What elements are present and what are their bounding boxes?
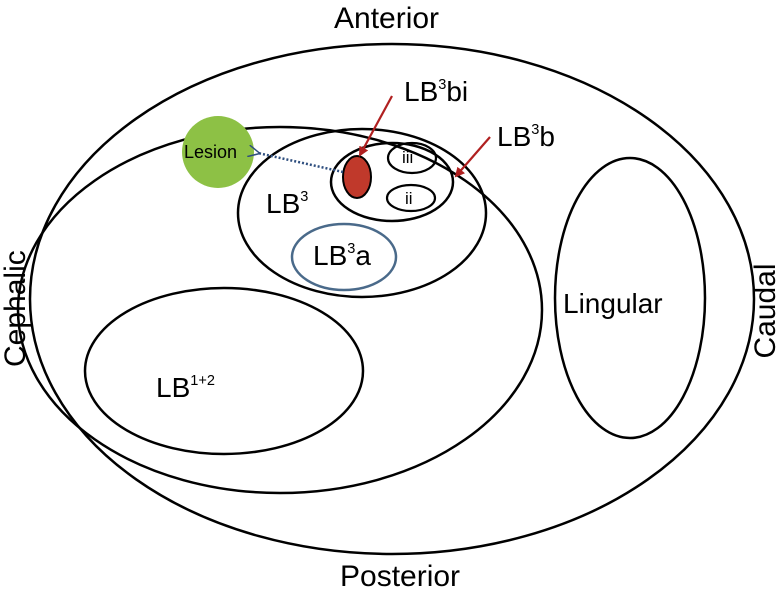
lb12-ellipse <box>83 286 365 456</box>
lb3-label: LB3 <box>266 188 309 219</box>
lesion-connector-line <box>258 153 344 174</box>
lb3bi-label: LB3bi <box>404 76 469 107</box>
anterior-label: Anterior <box>334 2 440 35</box>
lb3a-ellipse <box>290 222 398 292</box>
lb3bi-arrow <box>359 95 393 157</box>
outer-lobe-ellipse <box>28 42 756 556</box>
lb3a-label: LB3a <box>313 240 371 271</box>
lesion-label: Lesion <box>184 142 238 162</box>
caudal-label: Caudal <box>749 263 782 359</box>
lb3-ellipse <box>236 127 488 299</box>
lb12-label: LB1+2 <box>156 372 215 403</box>
ii-label: ii <box>405 189 413 208</box>
lingular-label: Lingular <box>563 288 663 319</box>
iii-ellipse <box>386 141 438 175</box>
lesion-circle <box>182 116 254 188</box>
cephalic-label: Cephalic <box>0 250 32 367</box>
iii-label: iii <box>402 148 414 167</box>
lb3b-ellipse <box>329 141 455 223</box>
posterior-label: Posterior <box>340 560 461 593</box>
upper-division-ellipse <box>16 125 544 495</box>
lb3bi-target-ellipse <box>342 155 372 199</box>
lb3b-label: LB3b <box>497 121 555 152</box>
lb3b-arrow <box>454 136 491 178</box>
ii-ellipse <box>385 183 437 213</box>
lingular-ellipse <box>553 156 707 440</box>
